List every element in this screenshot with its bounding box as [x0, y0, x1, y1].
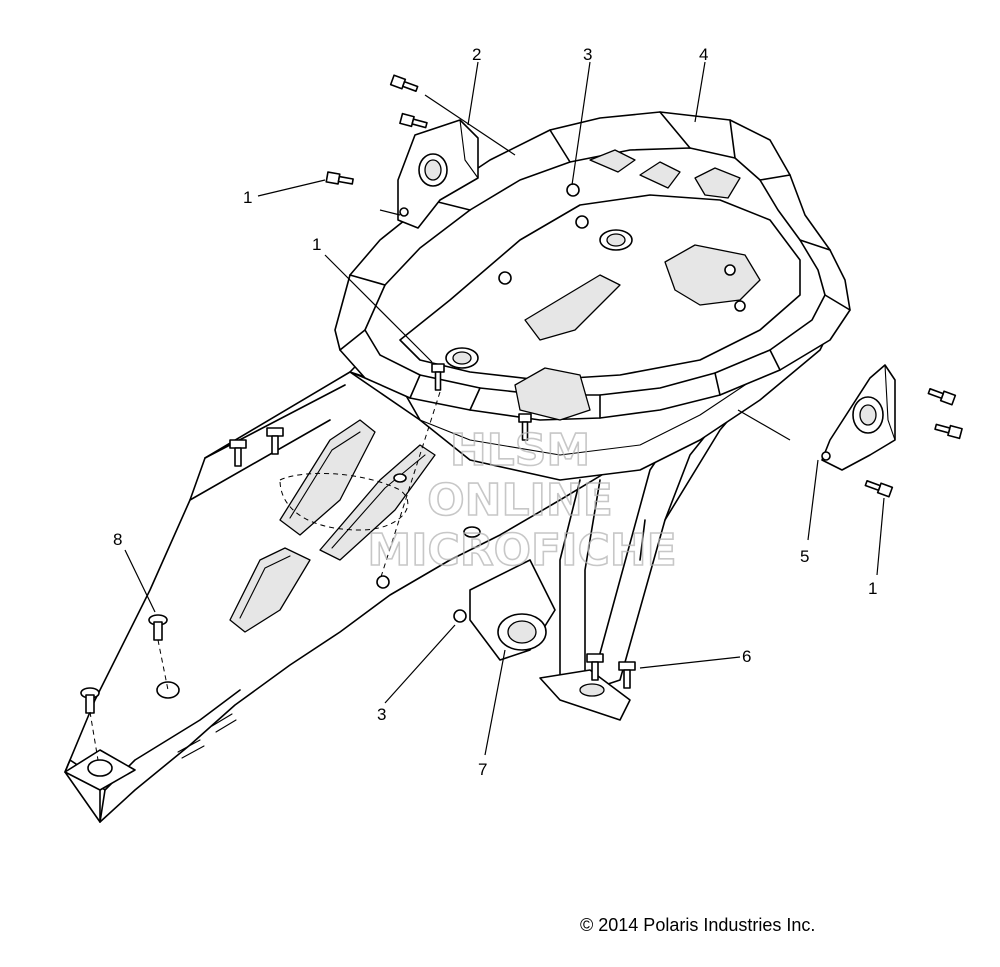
cargo-rack [334, 111, 851, 421]
bracket-left-item-2 [397, 119, 479, 229]
callout-7: 7 [478, 760, 487, 779]
callout-3-bottom: 3 [377, 705, 386, 724]
callout-1-center: 1 [312, 235, 321, 254]
alignment-lines [89, 391, 441, 761]
callout-6: 6 [742, 647, 751, 666]
copyright-notice: © 2014 Polaris Industries Inc. [580, 915, 816, 935]
bracket-right-item-5 [821, 364, 896, 471]
watermark: HLSM ONLINE MICROFICHE [367, 424, 678, 577]
callout-8: 8 [113, 530, 122, 549]
callout-5: 5 [800, 547, 809, 566]
watermark-line-1: HLSM [450, 425, 590, 476]
callout-1-right: 1 [868, 579, 877, 598]
callouts: 2 3 4 1 1 8 5 1 6 3 7 [113, 45, 877, 779]
callout-4: 4 [699, 45, 708, 64]
watermark-line-3: MICROFICHE [367, 525, 676, 576]
callout-2: 2 [472, 45, 481, 64]
callout-3-top: 3 [583, 45, 592, 64]
callout-1-left: 1 [243, 188, 252, 207]
watermark-line-2: ONLINE [427, 475, 613, 526]
leader-lines [124, 61, 885, 756]
